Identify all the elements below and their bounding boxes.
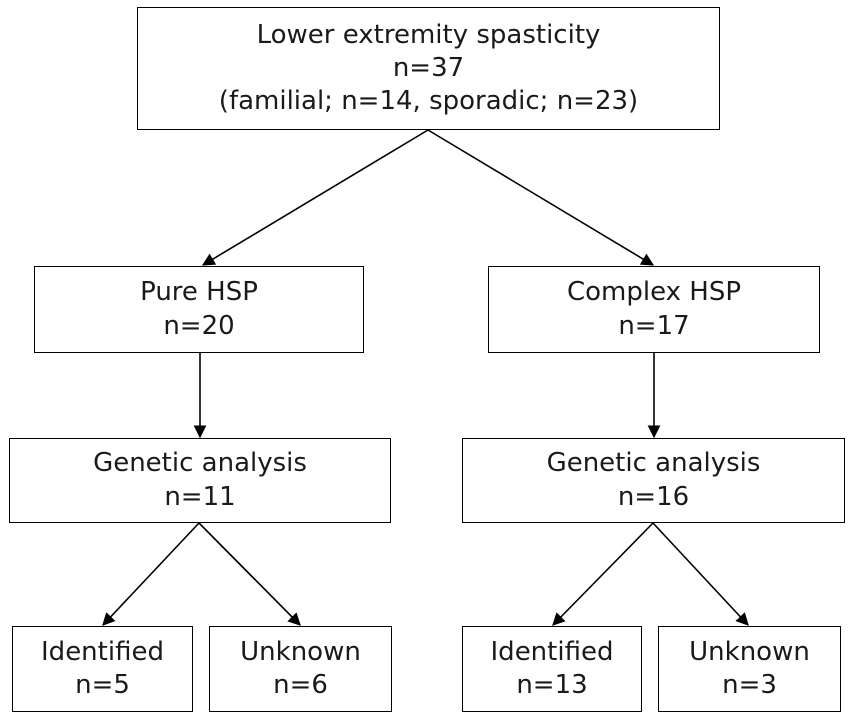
pure-genetic-analysis-count: n=11 xyxy=(164,481,236,512)
arrow-root-to-pure xyxy=(201,129,429,266)
pure-identified-node: Identified n=5 xyxy=(12,626,193,712)
pure-genetic-analysis-node: Genetic analysis n=11 xyxy=(9,438,391,523)
complex-hsp-node: Complex HSP n=17 xyxy=(488,266,820,353)
pure-hsp-count: n=20 xyxy=(163,310,235,341)
root-title: Lower extremity spasticity xyxy=(256,19,601,50)
complex-identified-node: Identified n=13 xyxy=(462,626,642,712)
arrow-complex-genetic-to-unknown xyxy=(652,522,749,626)
arrow-pure-genetic-to-identified xyxy=(102,522,200,626)
complex-genetic-analysis-count: n=16 xyxy=(617,481,690,512)
complex-hsp-count: n=17 xyxy=(618,310,690,341)
complex-unknown-count: n=3 xyxy=(722,670,777,700)
arrow-pure-genetic-to-unknown xyxy=(198,522,301,626)
complex-genetic-analysis-title: Genetic analysis xyxy=(546,448,761,479)
pure-unknown-count: n=6 xyxy=(273,670,328,700)
complex-genetic-analysis-node: Genetic analysis n=16 xyxy=(462,438,845,523)
arrow-complex-genetic-to-identified xyxy=(552,522,654,626)
complex-identified-title: Identified xyxy=(490,636,614,667)
complex-hsp-title: Complex HSP xyxy=(566,277,742,308)
complex-identified-count: n=13 xyxy=(516,670,588,700)
pure-identified-count: n=5 xyxy=(75,670,130,700)
pure-genetic-analysis-title: Genetic analysis xyxy=(93,448,307,479)
complex-unknown-title: Unknown xyxy=(689,636,810,667)
pure-unknown-title: Unknown xyxy=(240,636,361,667)
arrow-root-to-complex xyxy=(427,129,655,266)
root-node: Lower extremity spasticity n=37 (familia… xyxy=(137,7,720,130)
pure-hsp-title: Pure HSP xyxy=(140,277,258,308)
complex-unknown-node: Unknown n=3 xyxy=(658,626,841,712)
root-count: n=37 xyxy=(392,52,465,83)
pure-unknown-node: Unknown n=6 xyxy=(209,626,392,712)
pure-identified-title: Identified xyxy=(41,636,164,667)
root-detail: (familial; n=14, sporadic; n=23) xyxy=(218,86,639,117)
pure-hsp-node: Pure HSP n=20 xyxy=(34,266,364,353)
